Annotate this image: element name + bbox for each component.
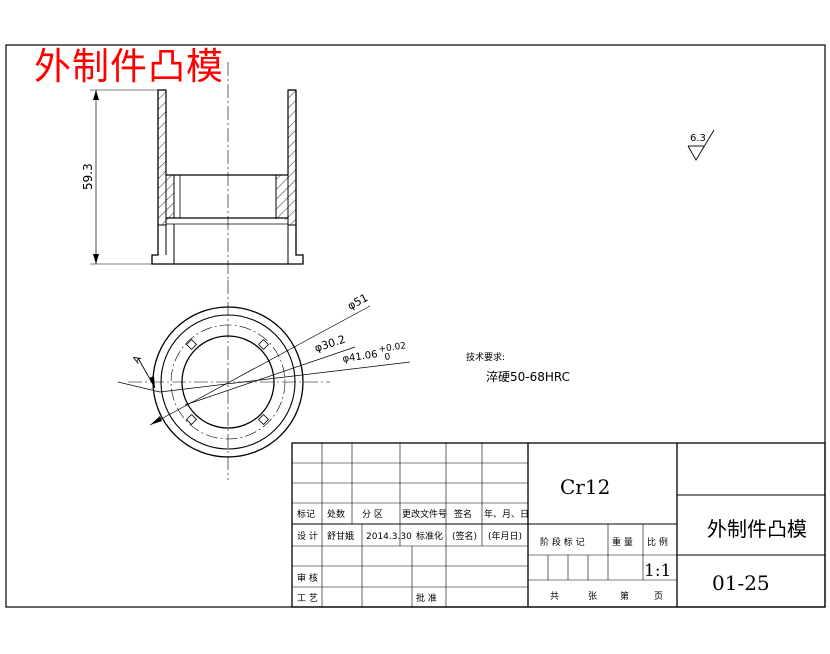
- sheet-total-label: 共: [550, 591, 559, 602]
- rev-header-4: 更改文件号: [402, 508, 447, 520]
- rev-header-3: 分 区: [362, 509, 383, 520]
- dim-d41-tol-lower: 0: [384, 352, 391, 363]
- standardize-label: 标准化: [416, 530, 443, 542]
- approve-label: 批 准: [416, 592, 437, 604]
- rev-header-2: 处数: [327, 508, 345, 520]
- roughness-value: 6.3: [690, 133, 706, 144]
- signature-label: (签名): [452, 530, 477, 542]
- designer-name: 舒甘娥: [327, 530, 354, 542]
- design-label: 设 计: [297, 530, 318, 542]
- rev-header-6: 年、月、日: [484, 508, 529, 520]
- dim-d41-tol-upper: +0.02: [378, 341, 407, 355]
- section-view: 59.3: [81, 62, 304, 280]
- scale-header: 比 例: [647, 536, 668, 548]
- circular-view: A φ51 φ30.2 φ41.06 +0.02 0: [117, 280, 411, 480]
- sheet-no-label: 第: [620, 590, 629, 602]
- design-date: 2014.3.30: [366, 532, 412, 542]
- material: Cr12: [560, 475, 610, 499]
- date-label: (年月日): [488, 530, 522, 542]
- drawing-frame: [5, 44, 826, 608]
- scale-value: 1:1: [644, 561, 671, 581]
- page-label: 页: [654, 591, 663, 602]
- drawing-number: 01-25: [712, 571, 770, 595]
- process-label: 工 艺: [297, 593, 318, 604]
- roughness-symbol: 6.3: [687, 129, 715, 161]
- title-block: [291, 442, 826, 608]
- rev-header-1: 标记: [297, 508, 315, 520]
- height-dimension: 59.3: [81, 163, 95, 190]
- dim-d41: φ41.06: [342, 349, 378, 365]
- drawing-title: 外制件凸模: [34, 45, 224, 88]
- tech-heading: 技术要求:: [466, 351, 505, 363]
- part-name: 外制件凸模: [707, 517, 807, 541]
- weight-header: 重 量: [612, 536, 633, 548]
- dim-d51: φ51: [345, 291, 370, 312]
- sheet-unit-label: 张: [588, 591, 597, 602]
- section-label: A: [131, 354, 144, 366]
- review-label: 审 核: [297, 572, 318, 584]
- tech-item: 淬硬50-68HRC: [486, 369, 570, 384]
- stage-header: 阶 段 标 记: [540, 536, 585, 548]
- rev-header-5: 签名: [454, 508, 472, 520]
